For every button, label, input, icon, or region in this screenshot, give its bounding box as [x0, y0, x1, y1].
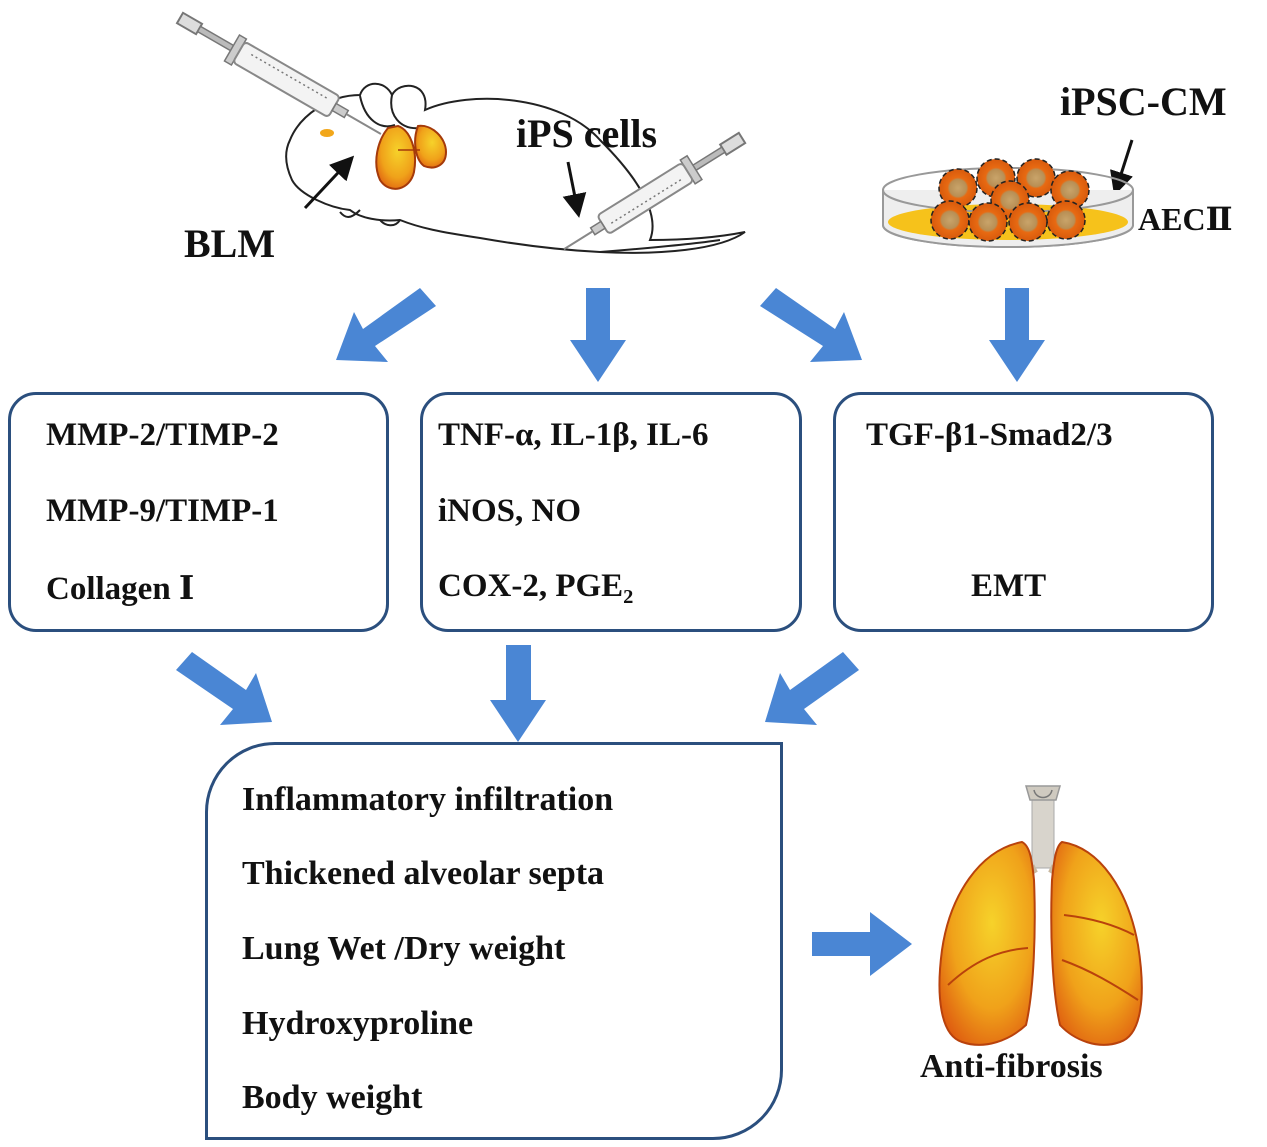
box-line: Collagen Ⅰ [46, 571, 195, 607]
mmp-timp-box: MMP-2/TIMP-2 MMP-9/TIMP-1 Collagen Ⅰ [8, 392, 389, 632]
box-line: TNF-α, IL-1β, IL-6 [438, 417, 709, 453]
outcome-label: Hydroxyproline [242, 1005, 474, 1042]
outcome-label: Thickened alveolar septa [242, 855, 605, 892]
syringe-icon [563, 131, 747, 251]
box-line: MMP-2/TIMP-2 [46, 417, 279, 453]
subscript: 2 [623, 586, 634, 609]
flow-arrows-top [336, 288, 1045, 382]
blm-label: BLM [184, 221, 276, 266]
flow-arrow-left-to-outcomes [176, 652, 272, 725]
box-line: EMT [971, 568, 1047, 604]
flow-arrow-to-lungs [812, 912, 912, 976]
flow-arrows-middle [176, 645, 859, 742]
box-line: iNOS, NO [438, 493, 582, 529]
tgf-emt-box: TGF-β1-Smad2/3 EMT [833, 392, 1214, 632]
flow-arrow-dish-to-right-box [989, 288, 1045, 382]
ipsc-cm-pointer-arrow [1110, 139, 1134, 196]
flow-arrow-to-left-box [336, 288, 436, 362]
box-line: MMP-9/TIMP-1 [46, 493, 279, 529]
inflammation-box: TNF-α, IL-1β, IL-6 iNOS, NO COX-2, PGE2 [420, 392, 802, 632]
mouse-illustration [285, 82, 746, 254]
box-line: COX-2, PGE2 [438, 568, 633, 609]
aec-ii-label: AECⅡ [1138, 201, 1233, 237]
anti-fibrosis-label: Anti-fibrosis [920, 1048, 1103, 1085]
flow-arrow-middle-to-outcomes [490, 645, 546, 742]
outcome-label: Lung Wet /Dry weight [242, 930, 566, 967]
box-line-text: COX-2, PGE [438, 568, 624, 604]
flow-arrow-to-right-box [760, 288, 862, 362]
syringe-icon [175, 11, 382, 135]
outcome-label: Body weight [242, 1079, 423, 1116]
mouse-eye-icon [320, 129, 334, 137]
ipsc-cm-label: iPSC-CM [1060, 79, 1227, 124]
outcome-label: Inflammatory infiltration [242, 781, 614, 818]
flow-arrow-to-middle-box [570, 288, 626, 382]
mouse-lung-icon [375, 124, 448, 190]
ips-pointer-arrow [562, 161, 587, 218]
box-line: TGF-β1-Smad2/3 [866, 417, 1113, 453]
cell-cluster-icon [930, 158, 1090, 242]
ips-cells-label: iPS cells [516, 111, 658, 156]
blm-pointer-arrow [303, 155, 355, 210]
lungs-icon [938, 785, 1143, 1046]
outcomes-box: Inflammatory infiltration Thickened alve… [205, 742, 783, 1140]
flow-arrow-right-to-outcomes [765, 652, 859, 725]
